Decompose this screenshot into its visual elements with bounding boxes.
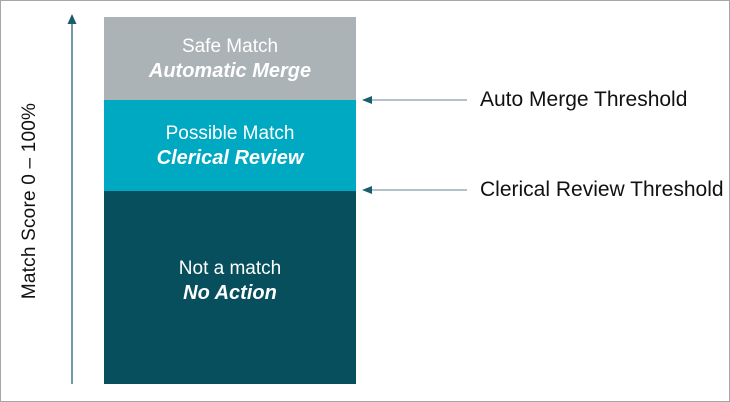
auto-merge-threshold-label: Auto Merge Threshold (480, 88, 688, 111)
segment-title: Safe Match (181, 35, 279, 57)
segment-action: No Action (183, 282, 277, 304)
segment-title: Possible Match (165, 122, 295, 144)
clerical-review-threshold-arrow-icon (362, 186, 467, 194)
segment-not-a-match: Not a match No Action (104, 191, 356, 384)
match-score-bar: Safe Match Automatic Merge Possible Matc… (104, 17, 356, 384)
segment-possible-match: Possible Match Clerical Review (104, 100, 356, 191)
segment-action: Automatic Merge (148, 59, 312, 82)
axis-label: Match Score 0 – 100% (19, 102, 40, 300)
segment-safe-match: Safe Match Automatic Merge (104, 17, 356, 100)
clerical-review-threshold-label: Clerical Review Threshold (480, 178, 724, 201)
segment-title: Not a match (178, 258, 282, 279)
axis-up-arrow-icon (67, 14, 77, 384)
segment-action: Clerical Review (156, 146, 304, 169)
auto-merge-threshold-arrow-icon (362, 96, 467, 104)
